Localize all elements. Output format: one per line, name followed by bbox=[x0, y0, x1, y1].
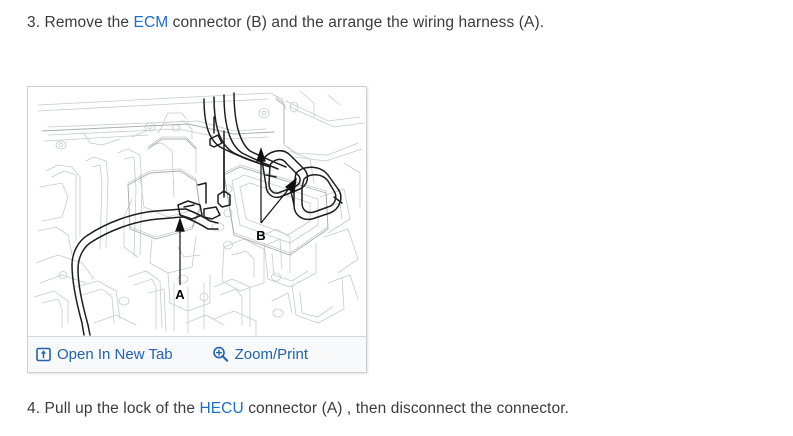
open-in-new-tab-button[interactable]: Open In New Tab bbox=[36, 346, 173, 363]
step-3-instruction: 3. Remove the ECM connector (B) and the … bbox=[27, 13, 544, 33]
step-4-suffix: connector (A) , then disconnect the conn… bbox=[243, 400, 570, 417]
step-3-suffix: connector (B) and the arrange the wiring… bbox=[168, 14, 545, 31]
figure-panel: B A Open In New Tab bbox=[27, 86, 367, 373]
hecu-term-link[interactable]: HECU bbox=[199, 400, 244, 417]
magnifier-plus-icon bbox=[212, 346, 229, 363]
callout-label-a: A bbox=[175, 287, 185, 302]
zoom-print-button[interactable]: Zoom/Print bbox=[212, 346, 308, 363]
callout-label-b: B bbox=[256, 228, 265, 243]
step-4-prefix: 4. Pull up the lock of the bbox=[27, 400, 200, 417]
open-in-new-tab-label: Open In New Tab bbox=[57, 346, 173, 363]
step-3-prefix: 3. Remove the bbox=[27, 14, 134, 31]
ecm-term-link[interactable]: ECM bbox=[133, 14, 169, 31]
engine-bay-illustration: B A bbox=[28, 87, 366, 336]
figure-toolbar: Open In New Tab Zoom/Print bbox=[28, 336, 366, 372]
step-4-instruction: 4. Pull up the lock of the HECU connecto… bbox=[27, 399, 569, 419]
open-in-new-tab-icon bbox=[36, 347, 51, 362]
zoom-print-label: Zoom/Print bbox=[234, 346, 308, 363]
